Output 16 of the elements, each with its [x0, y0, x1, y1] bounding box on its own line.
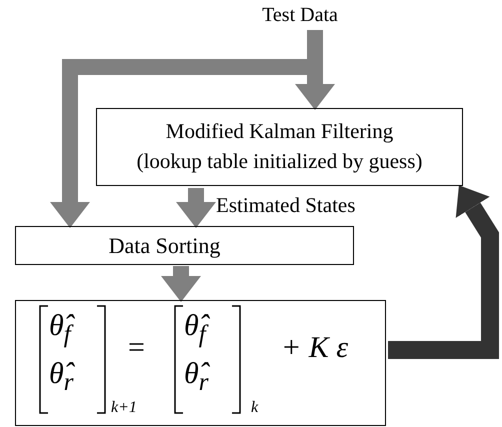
- equation-term: + K ε: [281, 331, 348, 365]
- arrow: [161, 266, 201, 302]
- box-title: Modified Kalman Filtering: [164, 119, 394, 144]
- process-box: [96, 108, 463, 186]
- arrow: [388, 185, 499, 359]
- arrow: [176, 188, 216, 228]
- equation-box: [15, 300, 386, 426]
- equation-term: k: [251, 399, 258, 417]
- box-title: Data Sorting: [108, 233, 222, 259]
- equation-term: θ̂$_{r}$: [184, 357, 208, 397]
- input-label: Test Data: [261, 4, 339, 27]
- process-box: [15, 226, 354, 265]
- box-subtitle: (lookup table initialized by guess): [136, 149, 424, 174]
- equation-term: =: [128, 331, 145, 365]
- equation-term: k+1: [111, 399, 137, 417]
- equation-term: θ̂$_{r}$: [49, 357, 74, 397]
